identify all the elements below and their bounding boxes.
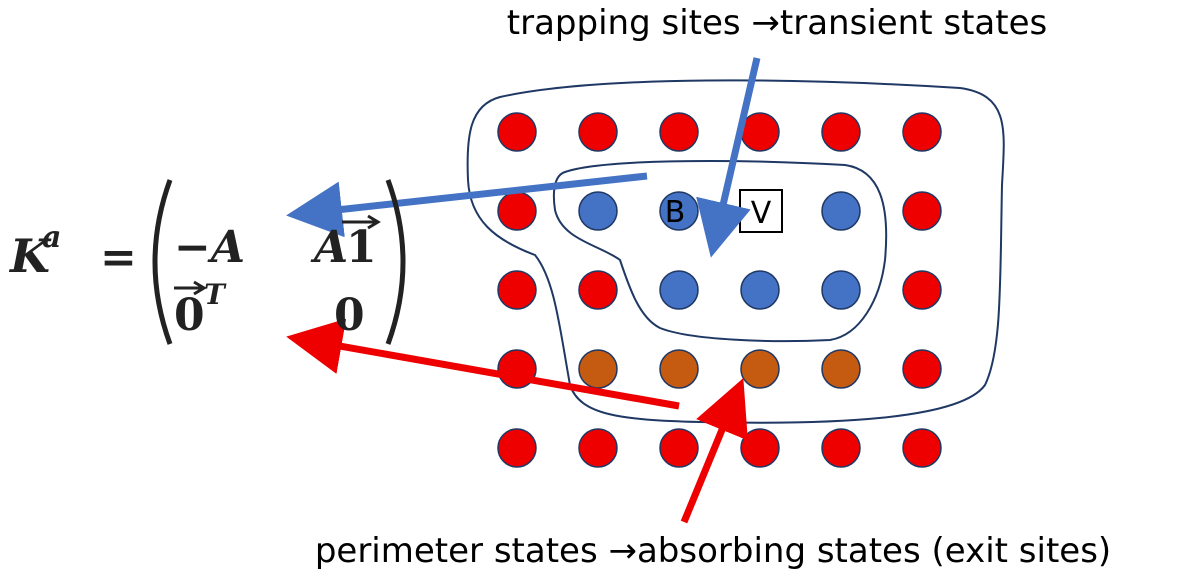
perimeter-site: [659, 428, 699, 468]
matrix-entry-22: 0: [334, 290, 365, 341]
inner-region-outline: [552, 159, 888, 343]
k-symbol: K: [8, 229, 52, 283]
blue-arrow-to-transient: [696, 57, 761, 258]
matrix-entry-21-superscript: T: [204, 278, 227, 311]
trapping-site: [578, 191, 618, 231]
left-paren: [152, 179, 173, 345]
vector-arrowhead-21: [193, 280, 207, 296]
equals-sign: =: [100, 232, 137, 283]
perimeter-site: [902, 428, 942, 468]
perimeter-site: [578, 270, 618, 310]
top-label: trapping sites →transient states: [507, 3, 1047, 43]
k-superscript: a: [42, 220, 61, 255]
matrix-entry-12-vector: 1: [346, 222, 377, 273]
exit-site: [821, 349, 861, 389]
perimeter-site: [578, 112, 618, 152]
perimeter-site: [578, 428, 618, 468]
lattice-sites: [497, 112, 942, 468]
matrix-entry-12-letter: A: [310, 222, 348, 273]
matrix-entry-11: −A: [174, 222, 245, 273]
perimeter-site: [497, 112, 537, 152]
perimeter-site: [821, 112, 861, 152]
trapping-site: [821, 191, 861, 231]
red-arrow-to-exit: [680, 378, 748, 524]
perimeter-site: [902, 270, 942, 310]
perimeter-site: [497, 270, 537, 310]
vector-arrowhead-12: [367, 214, 381, 230]
b-site-label: B: [665, 195, 686, 230]
perimeter-site: [659, 112, 699, 152]
rate-matrix-equation: K a = −A A 1 0 T 0: [8, 179, 406, 345]
perimeter-site: [821, 428, 861, 468]
perimeter-site: [497, 428, 537, 468]
perimeter-site: [740, 112, 780, 152]
perimeter-site: [497, 191, 537, 231]
bottom-label: perimeter states →absorbing states (exit…: [315, 531, 1111, 571]
trapping-site: [821, 270, 861, 310]
blue-arrow-to-matrix: [286, 172, 648, 238]
perimeter-site: [902, 112, 942, 152]
perimeter-site: [902, 191, 942, 231]
right-paren: [385, 179, 406, 345]
outer-region-outline: [466, 79, 1005, 424]
exit-site: [578, 349, 618, 389]
red-arrow-to-matrix: [286, 318, 680, 410]
vacancy-label: V: [751, 196, 772, 231]
perimeter-site: [740, 428, 780, 468]
trapping-site: [740, 270, 780, 310]
matrix-entry-21-vector: 0: [174, 290, 205, 341]
trapping-site: [659, 270, 699, 310]
exit-site: [740, 349, 780, 389]
perimeter-site: [902, 349, 942, 389]
exit-site: [659, 349, 699, 389]
